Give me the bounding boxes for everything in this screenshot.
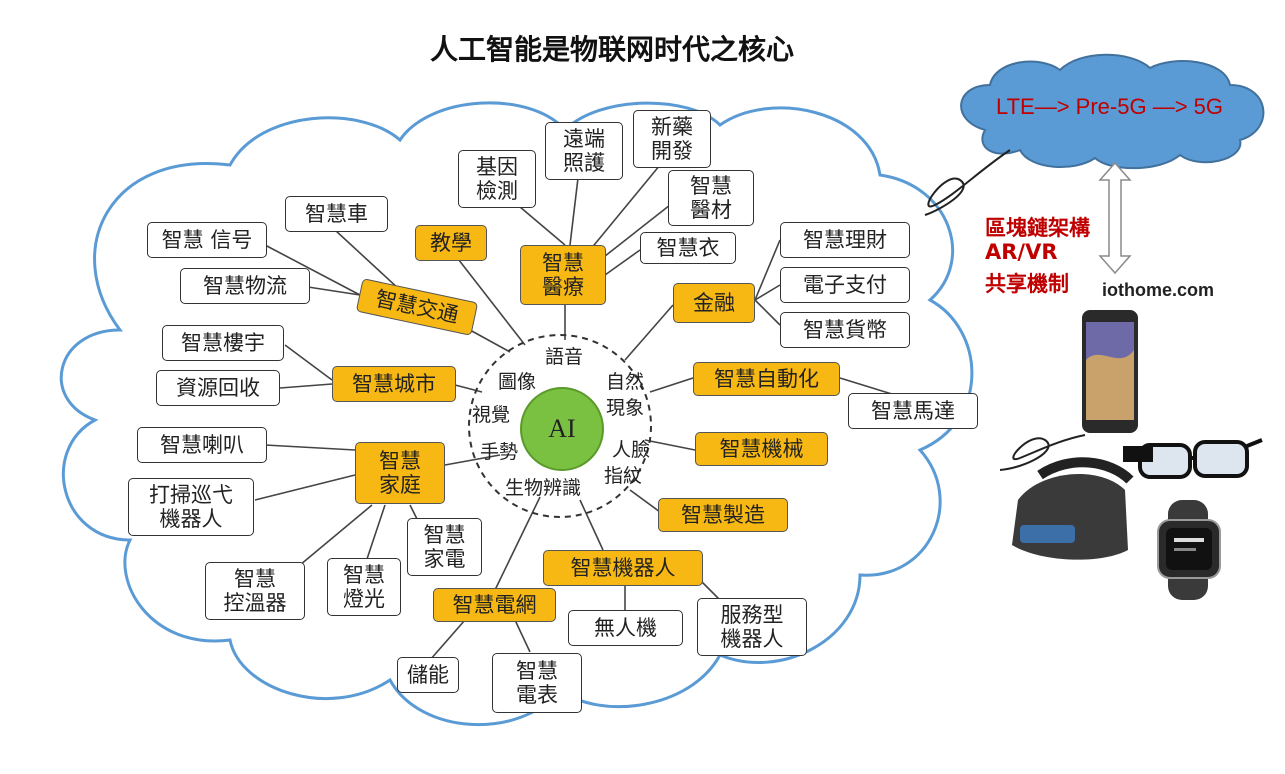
leaf-smart-currency: 智慧貨幣 [780,312,910,348]
note-sharing: 共享機制 [985,272,1069,296]
leaf-smart-signal: 智慧 信号 [147,222,267,258]
category-smart-city: 智慧城市 [332,366,456,402]
smartwatch-icon [1157,500,1221,600]
leaf-smart-logistics: 智慧物流 [180,268,310,304]
leaf-smart-appliance: 智慧 家電 [407,518,482,576]
leaf-recycling: 資源回收 [156,370,280,406]
hub-label-image: 圖像 [498,371,537,393]
leaf-smart-car: 智慧車 [285,196,388,232]
smartphone-icon [1082,310,1138,433]
note-blockchain: 區塊鏈架構 [985,216,1090,240]
hub-label-natural: 自然 [606,371,645,393]
category-finance: 金融 [673,283,755,323]
curly-cables [924,149,1086,471]
hub-label-speech: 語音 [545,346,584,368]
leaf-drone: 無人機 [568,610,683,646]
category-teaching: 教學 [415,225,487,261]
hub-label-fingerprint: 指紋 [604,465,643,487]
category-smart-automation: 智慧自動化 [693,362,840,396]
leaf-smart-medical-device: 智慧 醫材 [668,170,754,226]
note-ar-vr: AR/VR [985,240,1058,264]
double-arrow-icon [1098,161,1132,275]
vr-headset-icon [1012,457,1134,560]
connector-lines [254,164,896,661]
leaf-smart-motor: 智慧馬達 [848,393,978,429]
category-smart-medical: 智慧 醫療 [520,245,606,305]
hub-label-biometrics: 生物辨識 [505,477,582,499]
ai-center-node: AI [520,387,604,471]
leaf-e-payment: 電子支付 [780,267,910,303]
main-cloud-outline [59,101,974,726]
leaf-smart-speaker: 智慧喇叭 [137,427,267,463]
leaf-service-robot: 服務型 機器人 [697,598,807,656]
leaf-smart-wealth: 智慧理財 [780,222,910,258]
category-smart-machinery: 智慧機械 [695,432,828,466]
category-smart-grid: 智慧電網 [433,588,556,622]
leaf-smart-building: 智慧樓宇 [162,325,284,361]
category-smart-robot: 智慧機器人 [543,550,703,586]
leaf-smart-lighting: 智慧 燈光 [327,558,401,616]
leaf-energy-storage: 儲能 [397,657,459,693]
leaf-drug-development: 新藥 開發 [633,110,711,168]
network-evolution-label: LTE—> Pre-5G —> 5G [996,94,1224,119]
hub-label-phenomena: 現象 [606,397,645,419]
leaf-smart-meter: 智慧 電表 [492,653,582,713]
leaf-cleaning-robot: 打掃巡弋 機器人 [128,478,254,536]
hub-dashed-circle [468,334,652,518]
leaf-gene-testing: 基因 檢測 [458,150,536,208]
hub-label-vision: 視覺 [472,404,511,426]
category-smart-manufacturing: 智慧製造 [658,498,788,532]
page-title: 人工智能是物联网时代之核心 [430,33,795,66]
smart-glasses-icon [1123,438,1263,479]
network-cloud [960,53,1265,170]
hub-label-face: 人臉 [612,439,651,461]
leaf-smart-clothing: 智慧衣 [640,232,736,264]
category-smart-home: 智慧 家庭 [355,442,445,504]
leaf-remote-care: 遠端 照護 [545,122,623,180]
leaf-smart-thermostat: 智慧 控溫器 [205,562,305,620]
hub-label-gesture: 手勢 [480,441,519,463]
site-name: iothome.com [1102,280,1215,300]
